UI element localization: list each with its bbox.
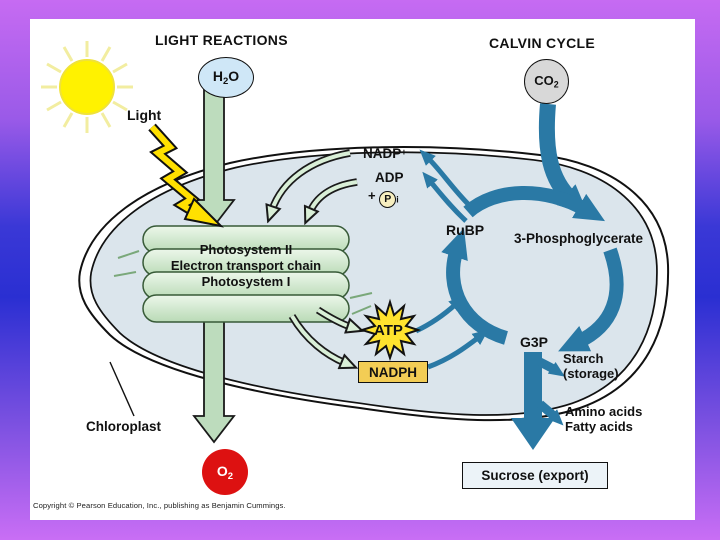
light-reactions-title: LIGHT REACTIONS: [155, 32, 288, 48]
sucrose-export-node: Sucrose (export): [462, 462, 608, 489]
h2o-node: H2O: [198, 57, 254, 98]
starch-label: Starch(storage): [563, 351, 619, 381]
phosphate-circle-icon: P: [379, 191, 397, 208]
h2o-input-arrow: [192, 79, 236, 228]
calvin-cycle-title: CALVIN CYCLE: [489, 35, 596, 51]
adp-label: ADP: [375, 170, 404, 185]
chloroplast-label: Chloroplast: [86, 419, 162, 434]
photosystem-i-label: Photosystem I: [201, 274, 291, 289]
rubp-label: RuBP: [446, 222, 485, 238]
copyright-text: Copyright © Pearson Education, Inc., pub…: [33, 501, 286, 510]
membrane-ticks: [113, 250, 373, 315]
co2-node: CO2: [524, 59, 569, 104]
photosystem-ii-label: Photosystem II: [199, 242, 293, 257]
chloroplast-pointer-line: [109, 361, 135, 417]
g3p-products-arrow: [511, 352, 565, 450]
light-label: Light: [127, 107, 162, 123]
o2-output-arrow: [192, 317, 236, 444]
atp-starburst: [358, 298, 422, 362]
calvin-cycle-arrows: [441, 103, 624, 352]
light-bolt-icon: [148, 123, 225, 228]
nadp-label: NADP+: [363, 146, 407, 161]
pg3-label: 3-Phosphoglycerate: [514, 231, 644, 246]
cycle-exchange-arrows: [414, 149, 489, 370]
atp-label: ATP: [374, 322, 403, 339]
photosystem-stack: [142, 225, 350, 323]
o2-node: O2: [202, 449, 248, 495]
g3p-label: G3P: [520, 334, 549, 350]
sun-icon: [41, 41, 133, 133]
chloroplast-body: [78, 146, 670, 422]
light-reaction-exchange-arrows: [272, 149, 357, 363]
nadph-node: NADPH: [358, 361, 428, 383]
electron-transport-chain-label: Electron transport chain: [170, 258, 322, 273]
